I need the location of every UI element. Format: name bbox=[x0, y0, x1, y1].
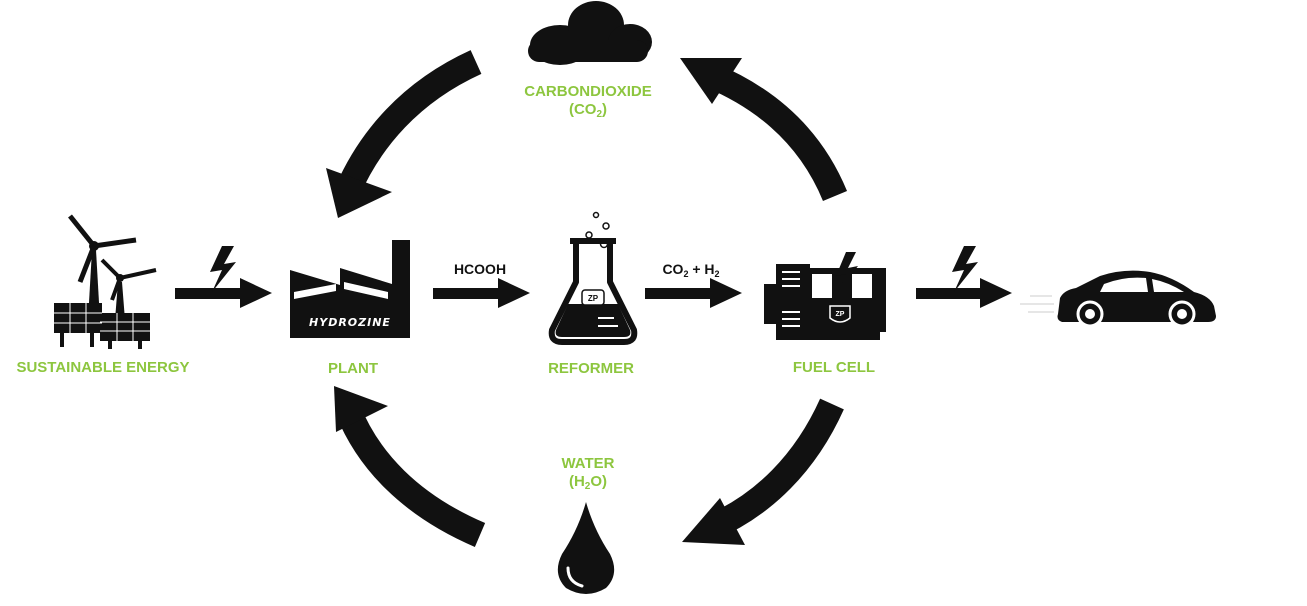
svg-text:ZP: ZP bbox=[588, 294, 599, 303]
arrow-water-to-plant bbox=[335, 404, 486, 547]
flow-label-co2-h2: CO2 + H2 bbox=[662, 261, 720, 279]
car-icon bbox=[1020, 270, 1216, 328]
water-formula: (H2O) bbox=[568, 473, 608, 492]
arrow-fuelcell-to-water-head bbox=[682, 498, 745, 545]
arrow-fuelcell-to-co2-head bbox=[680, 58, 742, 104]
svg-text:ZP: ZP bbox=[836, 311, 845, 318]
arrow-fuelcell-to-car bbox=[916, 246, 1012, 308]
arrow-fuelcell-to-co2 bbox=[704, 63, 848, 202]
fuel-cell-icon: ZP bbox=[764, 252, 886, 340]
factory-icon: HYDROZINE bbox=[290, 240, 410, 338]
label-water: WATER (H2O) bbox=[536, 455, 640, 493]
label-co2: CARBONDIOXIDE (CO2) bbox=[506, 83, 670, 121]
arrow-co2-to-plant bbox=[336, 50, 482, 196]
co2-formula: (CO2) bbox=[568, 101, 608, 120]
arrow-reformer-to-fuelcell bbox=[645, 278, 742, 308]
lightning-bolt-icon bbox=[952, 246, 978, 292]
arrow-water-to-plant-head bbox=[334, 386, 388, 432]
arrow-fuelcell-to-water bbox=[704, 398, 844, 540]
lightning-bolt-icon bbox=[210, 246, 236, 292]
plant-brand-text: HYDROZINE bbox=[309, 316, 391, 329]
flask-icon: ZP bbox=[548, 211, 638, 345]
arrow-energy-to-plant bbox=[175, 246, 272, 308]
wind-turbine-solar-panel-icon bbox=[54, 214, 157, 349]
label-sustainable-energy: SUSTAINABLE ENERGY bbox=[16, 359, 190, 376]
label-plant: PLANT bbox=[328, 360, 378, 377]
water-drop-icon bbox=[557, 502, 615, 594]
lightning-bolt-icon bbox=[836, 252, 858, 292]
label-reformer: REFORMER bbox=[548, 360, 634, 377]
arrow-co2-to-plant-head bbox=[326, 168, 392, 218]
flow-label-hcooh: HCOOH bbox=[453, 261, 507, 277]
arrow-plant-to-reformer bbox=[433, 278, 530, 308]
label-fuel-cell: FUEL CELL bbox=[792, 359, 876, 376]
cloud-icon bbox=[528, 1, 652, 65]
